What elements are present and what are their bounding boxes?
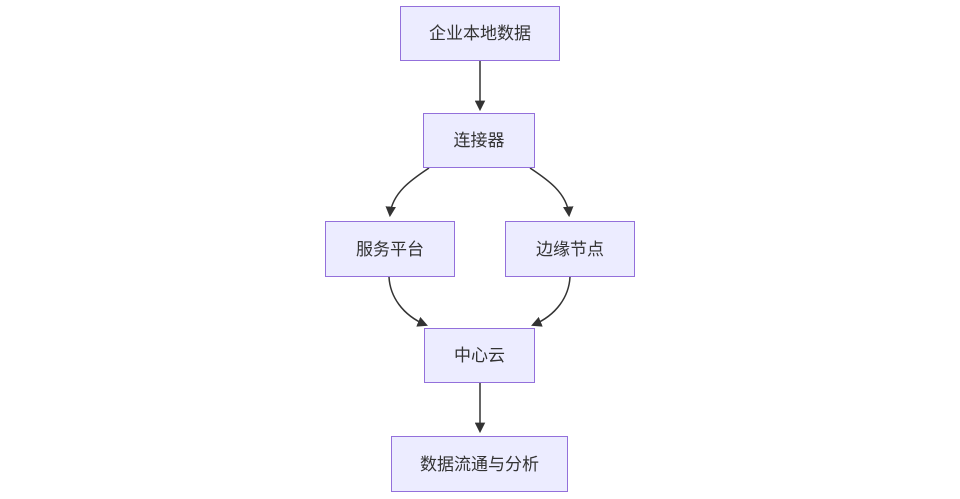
- edge-connector-to-edge-node: [529, 167, 574, 218]
- node-connector: 连接器: [423, 113, 535, 168]
- node-label: 服务平台: [356, 239, 424, 259]
- edge-connector-to-service-platform: [385, 167, 430, 218]
- node-enterprise-local-data: 企业本地数据: [400, 6, 560, 61]
- edge-service-platform-to-central-cloud: [388, 276, 428, 327]
- edge-edge-node-to-central-cloud: [531, 276, 571, 327]
- node-edge-node: 边缘节点: [505, 221, 635, 277]
- node-label: 中心云: [454, 346, 505, 365]
- node-label: 企业本地数据: [429, 24, 531, 43]
- node-label: 连接器: [453, 131, 505, 150]
- node-service-platform: 服务平台: [325, 221, 455, 277]
- node-label: 数据流通与分析: [420, 454, 539, 474]
- node-data-flow-analysis: 数据流通与分析: [391, 436, 568, 492]
- node-central-cloud: 中心云: [424, 328, 535, 383]
- node-label: 边缘节点: [536, 239, 604, 259]
